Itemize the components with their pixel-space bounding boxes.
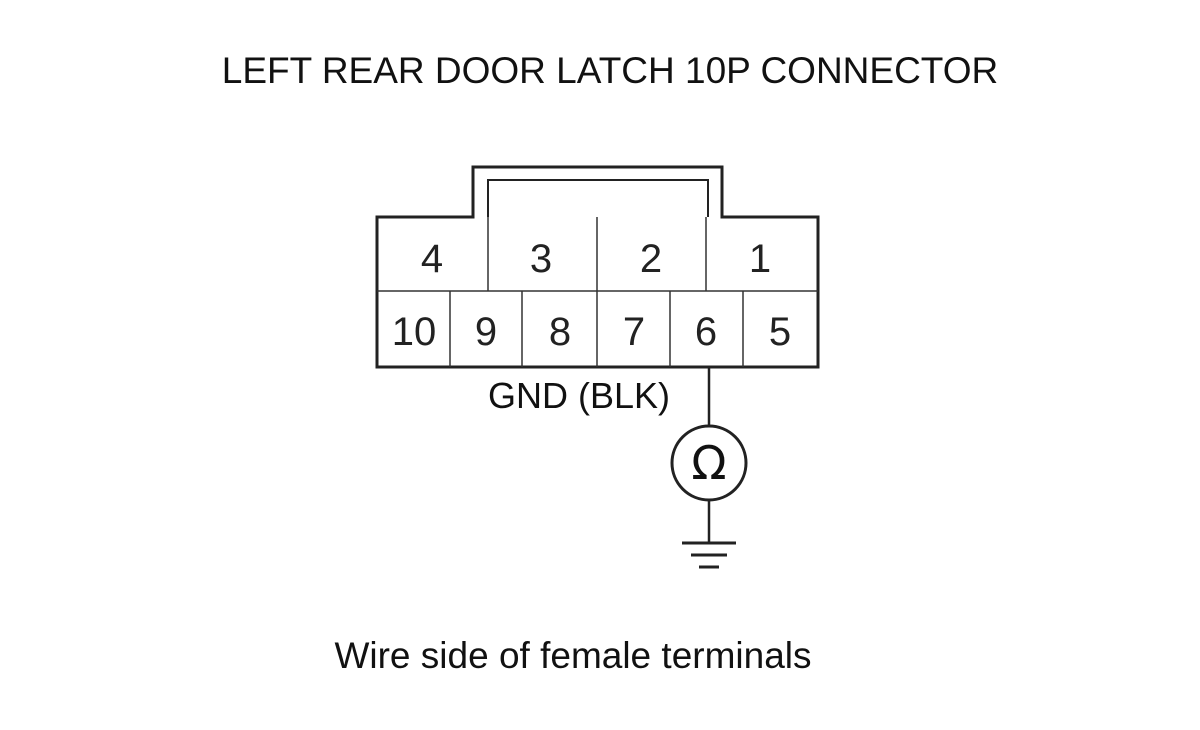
pin-label-6: 6 (695, 310, 717, 354)
pin-label-1: 1 (749, 237, 771, 281)
pin-label-3: 3 (530, 237, 552, 281)
pin-label-9: 9 (475, 310, 497, 354)
diagram-caption: Wire side of female terminals (334, 635, 811, 676)
gnd-label: GND (BLK) (488, 375, 670, 416)
pin-label-8: 8 (549, 310, 571, 354)
diagram-title: LEFT REAR DOOR LATCH 10P CONNECTOR (222, 50, 998, 91)
connector-body: 4 3 2 1 10 9 8 7 6 5 (375, 165, 820, 369)
pin-label-5: 5 (769, 310, 791, 354)
pin-label-7: 7 (623, 310, 645, 354)
pin-label-2: 2 (640, 237, 662, 281)
pin-label-10: 10 (392, 310, 437, 354)
ohm-symbol: Ω (691, 436, 726, 490)
locking-tab (487, 179, 709, 217)
ground-icon (682, 541, 736, 569)
ohmmeter-icon: Ω (670, 424, 748, 502)
pin-label-4: 4 (421, 237, 443, 281)
